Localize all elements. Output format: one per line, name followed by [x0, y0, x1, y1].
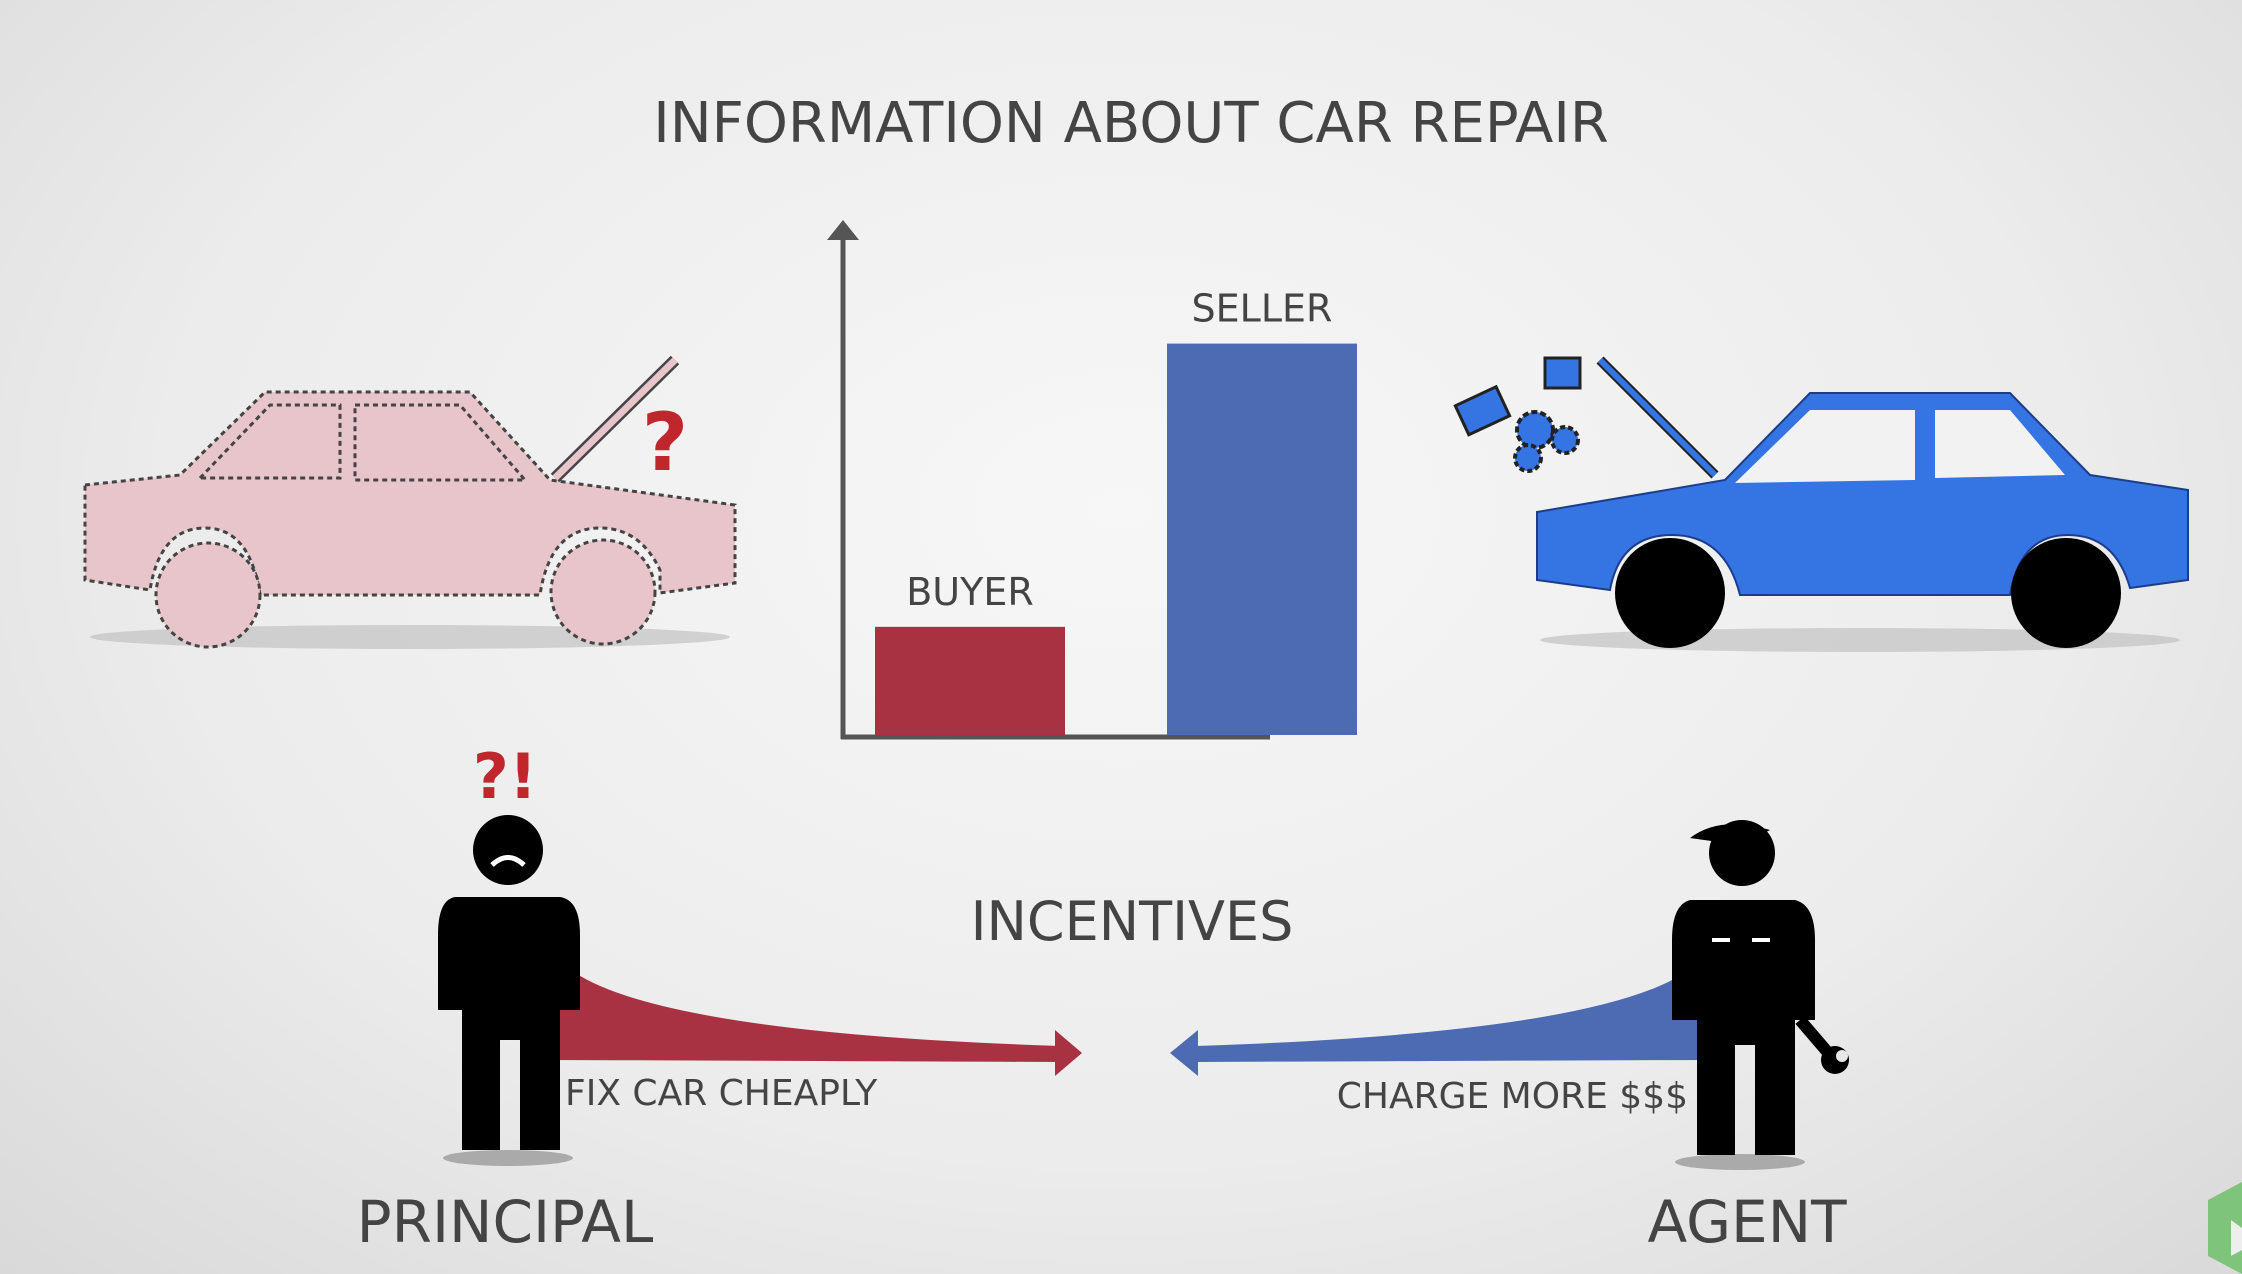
engine-parts-icon [1453, 356, 1582, 473]
principal-incentive-label: FIX CAR CHEAPLY [565, 1073, 878, 1114]
principal-label: PRINCIPAL [357, 1188, 654, 1256]
incentives-label: INCENTIVES [971, 890, 1294, 953]
bar-label-buyer: BUYER [906, 570, 1034, 614]
bar-label-seller: SELLER [1192, 287, 1333, 331]
y-axis-arrow [827, 220, 859, 240]
repaired-car-icon [1536, 356, 2189, 652]
agent-incentive-label: CHARGE MORE $$$ [1337, 1076, 1688, 1117]
bar-buyer [875, 626, 1065, 735]
agent-arrow-head [1170, 1030, 1198, 1076]
agent-incentive-arrow [1195, 940, 1712, 1062]
principal-figure-icon [438, 815, 580, 1166]
question-mark: ? [642, 396, 688, 489]
bar-seller [1167, 343, 1357, 735]
play-badge-icon[interactable] [2208, 1182, 2242, 1274]
broken-car-icon [83, 355, 737, 649]
mechanic-figure-icon [1672, 820, 1849, 1170]
agent-label: AGENT [1647, 1188, 1847, 1256]
principal-arrow-head [1055, 1030, 1082, 1076]
title: INFORMATION ABOUT CAR REPAIR [653, 91, 1609, 156]
principal-incentive-arrow [548, 940, 1060, 1062]
confused-mark: ?! [473, 740, 537, 813]
bar-chart: BUYER SELLER [827, 220, 1357, 740]
